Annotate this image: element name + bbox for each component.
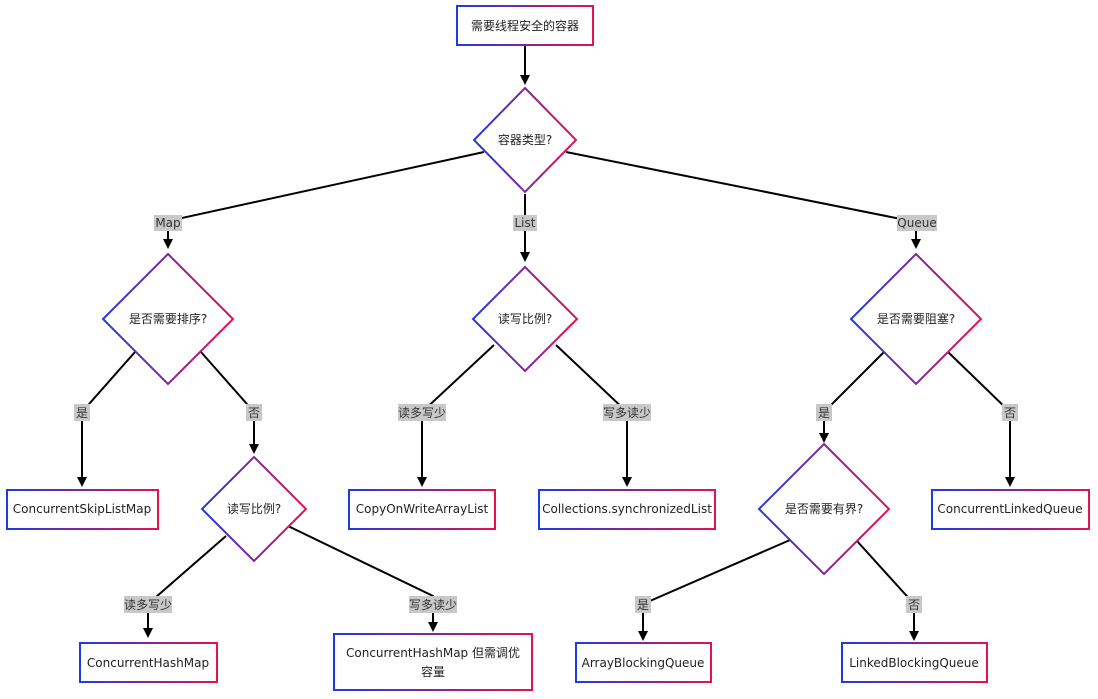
node-map-ratio: 读写比例? bbox=[200, 455, 308, 563]
edge-label-sort-no: 否 bbox=[246, 404, 262, 421]
node-container-type: 容器类型? bbox=[472, 86, 578, 194]
edge-label-map-read: 读多写少 bbox=[124, 596, 172, 613]
edge-label-block-yes-text: 是 bbox=[818, 406, 830, 420]
edge-label-map-write: 写多读少 bbox=[409, 596, 457, 613]
node-synclist-text: Collections.synchronizedList bbox=[542, 502, 712, 516]
edge-label-list-text: List bbox=[515, 216, 536, 230]
node-hashmap: ConcurrentHashMap bbox=[79, 642, 218, 683]
edge-label-sort-no-text: 否 bbox=[248, 406, 260, 420]
node-hashmap-text: ConcurrentHashMap bbox=[87, 656, 209, 670]
node-root-text: 需要线程安全的容器 bbox=[471, 18, 579, 33]
edge-label-sort-yes-text: 是 bbox=[76, 406, 88, 420]
edge-label-bound-yes-text: 是 bbox=[637, 598, 649, 612]
edge-label-bound-no-text: 否 bbox=[908, 598, 920, 612]
node-cow-text: CopyOnWriteArrayList bbox=[356, 502, 489, 516]
edge-label-map-text: Map bbox=[155, 216, 180, 230]
edge-sort-no bbox=[200, 351, 259, 454]
node-hashmap-tuned: ConcurrentHashMap 但需调优 容量 bbox=[333, 633, 533, 691]
edge-label-queue-text: Queue bbox=[897, 216, 936, 230]
node-map-sort-text: 是否需要排序? bbox=[129, 311, 207, 326]
node-list-ratio-text: 读写比例? bbox=[498, 312, 552, 326]
edge-label-list-read: 读多写少 bbox=[398, 404, 446, 421]
edge-label-bound-no: 否 bbox=[906, 596, 922, 613]
node-list-ratio: 读写比例? bbox=[471, 265, 579, 373]
edge-label-list-write-text: 写多读少 bbox=[603, 406, 651, 420]
edge-block-no bbox=[947, 351, 1015, 487]
node-hashmap-tuned-line1: ConcurrentHashMap 但需调优 bbox=[346, 646, 520, 660]
node-arrayqueue: ArrayBlockingQueue bbox=[575, 642, 712, 683]
node-synclist: Collections.synchronizedList bbox=[538, 489, 716, 530]
edge-label-block-no-text: 否 bbox=[1004, 406, 1016, 420]
node-map-ratio-text: 读写比例? bbox=[227, 502, 281, 516]
edge-label-map: Map bbox=[154, 215, 182, 231]
edge-label-map-write-text: 写多读少 bbox=[409, 598, 457, 612]
node-skiplist: ConcurrentSkipListMap bbox=[6, 489, 159, 530]
edge-block-yes bbox=[819, 351, 885, 443]
edge-label-map-read-text: 读多写少 bbox=[124, 598, 172, 612]
edge-mapratio-write bbox=[287, 525, 438, 632]
edge-label-block-yes: 是 bbox=[816, 404, 832, 421]
node-cow: CopyOnWriteArrayList bbox=[348, 489, 496, 530]
edge-mapratio-read bbox=[143, 535, 227, 638]
edge-label-sort-yes: 是 bbox=[74, 404, 90, 421]
boxes: 需要线程安全的容器 ConcurrentSkipListMap Concurre… bbox=[6, 5, 1090, 691]
node-linkedblocking: LinkedBlockingQueue bbox=[841, 642, 988, 683]
node-map-sort: 是否需要排序? bbox=[101, 252, 235, 386]
node-container-type-text: 容器类型? bbox=[498, 132, 552, 147]
edge-label-queue: Queue bbox=[897, 215, 937, 231]
node-queue-bound-text: 是否需要有界? bbox=[785, 502, 863, 516]
edge-type-queue bbox=[565, 151, 921, 249]
node-skiplist-text: ConcurrentSkipListMap bbox=[13, 502, 151, 516]
edge-labels: Map List Queue 是 否 读多写少 写多读少 是 bbox=[74, 215, 1018, 613]
node-queue-block-text: 是否需要阻塞? bbox=[877, 311, 955, 326]
edge-label-list: List bbox=[513, 215, 537, 231]
node-queue-block: 是否需要阻塞? bbox=[849, 252, 983, 386]
node-linkedqueue-text: ConcurrentLinkedQueue bbox=[937, 502, 1082, 516]
node-arrayqueue-text: ArrayBlockingQueue bbox=[582, 656, 705, 670]
node-queue-bound: 是否需要有界? bbox=[757, 442, 891, 576]
edge-label-block-no: 否 bbox=[1002, 404, 1018, 421]
node-hashmap-tuned-line2: 容量 bbox=[421, 664, 445, 679]
edge-bound-no bbox=[856, 540, 919, 641]
edge-type-map bbox=[163, 151, 485, 249]
node-linkedqueue: ConcurrentLinkedQueue bbox=[931, 489, 1090, 530]
edge-label-list-read-text: 读多写少 bbox=[398, 406, 446, 420]
node-root: 需要线程安全的容器 bbox=[456, 5, 594, 46]
edge-label-list-write: 写多读少 bbox=[603, 404, 651, 421]
node-linkedblocking-text: LinkedBlockingQueue bbox=[849, 656, 979, 670]
edge-bound-yes bbox=[638, 539, 791, 641]
edge-label-bound-yes: 是 bbox=[635, 596, 651, 613]
decisions: 容器类型? 是否需要排序? 读写比例? 读写比例? 是否需要阻塞? 是否需要有界… bbox=[101, 86, 983, 576]
